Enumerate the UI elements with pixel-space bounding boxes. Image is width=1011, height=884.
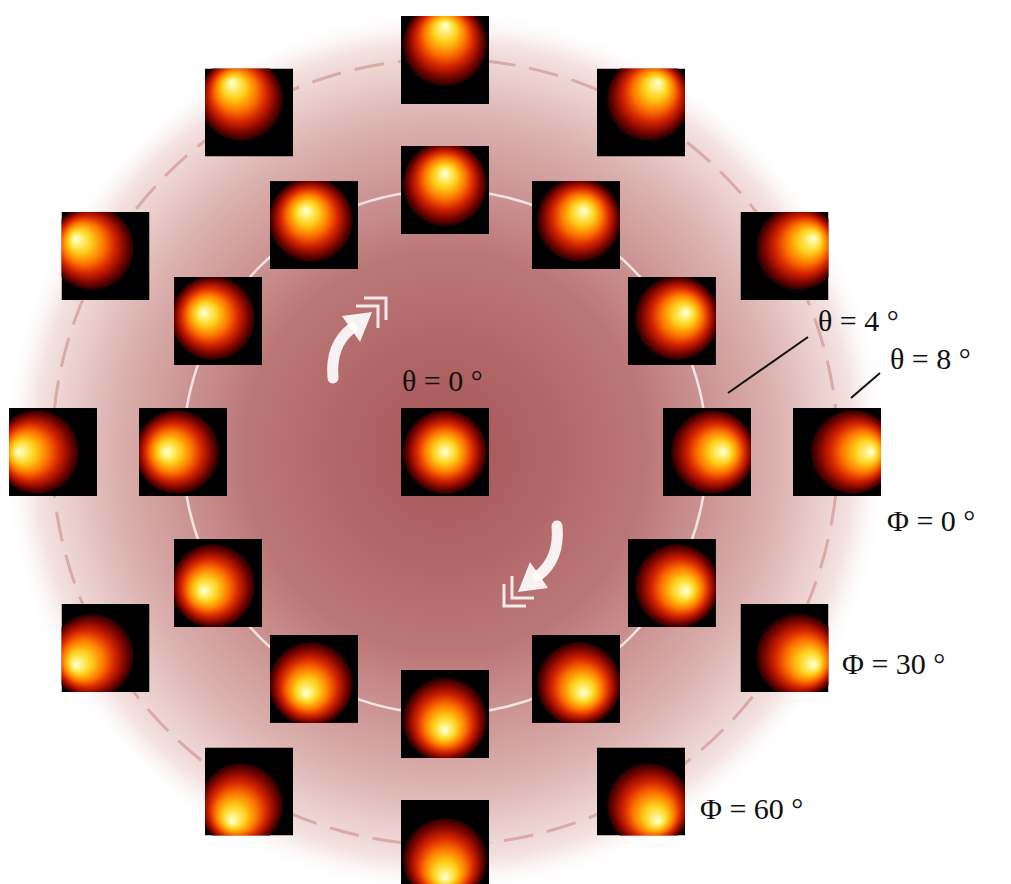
beam-tile — [139, 408, 227, 496]
beam-spot — [635, 544, 716, 627]
beam-tile — [62, 212, 150, 300]
beam-spot — [403, 16, 487, 86]
azimuth-label: Φ = 0 ° — [887, 506, 975, 536]
rotation-arrow — [504, 526, 557, 606]
arrow-body — [333, 328, 352, 378]
beam-spot — [139, 410, 219, 494]
beam-spot — [756, 212, 828, 290]
beam-tile — [174, 277, 262, 365]
beam-tile — [270, 181, 358, 269]
beam-spot — [607, 69, 685, 141]
beam-tile — [663, 408, 751, 496]
beam-tile — [401, 408, 489, 496]
arrow-chevron — [356, 306, 378, 328]
beam-spot — [403, 818, 487, 884]
beam-tile — [9, 408, 97, 496]
beam-tile — [628, 277, 716, 365]
beam-spot — [205, 69, 283, 141]
leader-line — [851, 373, 880, 398]
beam-spot — [671, 410, 751, 494]
arrow-body — [538, 526, 557, 576]
beam-spot — [205, 763, 283, 835]
tile-ground — [401, 408, 489, 496]
beam-tile — [793, 408, 881, 496]
beam-spot — [537, 181, 620, 262]
beam-tile — [401, 800, 489, 884]
background-glow — [0, 7, 890, 884]
beam-tile — [740, 212, 828, 300]
beam-spot — [270, 642, 353, 723]
beam-spot — [403, 146, 487, 226]
beam-spot — [403, 678, 487, 758]
beam-spot — [403, 410, 487, 494]
beam-spot — [62, 212, 134, 290]
rotation-arrow — [333, 298, 386, 378]
polar-angle-label: θ = 4 ° — [818, 306, 899, 336]
beam-spot — [607, 763, 685, 835]
beam-spot — [635, 277, 716, 360]
beam-tile — [597, 69, 685, 157]
beam-tile — [628, 539, 716, 627]
inner-ring — [183, 190, 707, 714]
arrow-chevron — [512, 576, 534, 598]
beam-tile — [401, 146, 489, 234]
beam-spot — [811, 410, 881, 494]
beam-tile — [205, 747, 293, 835]
arrow-head — [342, 312, 372, 342]
beam-tile — [532, 181, 620, 269]
beam-tile — [532, 635, 620, 723]
beam-tile — [401, 670, 489, 758]
polar-angle-label: θ = 0 ° — [402, 366, 483, 396]
beam-tile — [401, 16, 489, 104]
beam-spot — [62, 614, 134, 692]
polar-angle-label: θ = 8 ° — [890, 344, 971, 374]
arrow-chevron — [504, 584, 526, 606]
beam-tile — [740, 604, 828, 692]
beam-spot — [270, 181, 353, 262]
beam-spot — [174, 544, 255, 627]
arrow-chevron — [364, 298, 386, 320]
azimuth-label: Φ = 60 ° — [700, 794, 803, 824]
beam-tile — [270, 635, 358, 723]
outer-ring — [52, 59, 838, 845]
beam-tile — [205, 69, 293, 157]
beam-tile — [174, 539, 262, 627]
beam-spot — [174, 277, 255, 360]
beam-spot — [756, 614, 828, 692]
beam-tile — [62, 604, 150, 692]
beam-spot — [9, 410, 79, 494]
beam-tile — [597, 747, 685, 835]
arrow-head — [518, 562, 548, 592]
azimuth-label: Φ = 30 ° — [842, 649, 945, 679]
beam-spot — [537, 642, 620, 723]
leader-line — [728, 337, 808, 393]
